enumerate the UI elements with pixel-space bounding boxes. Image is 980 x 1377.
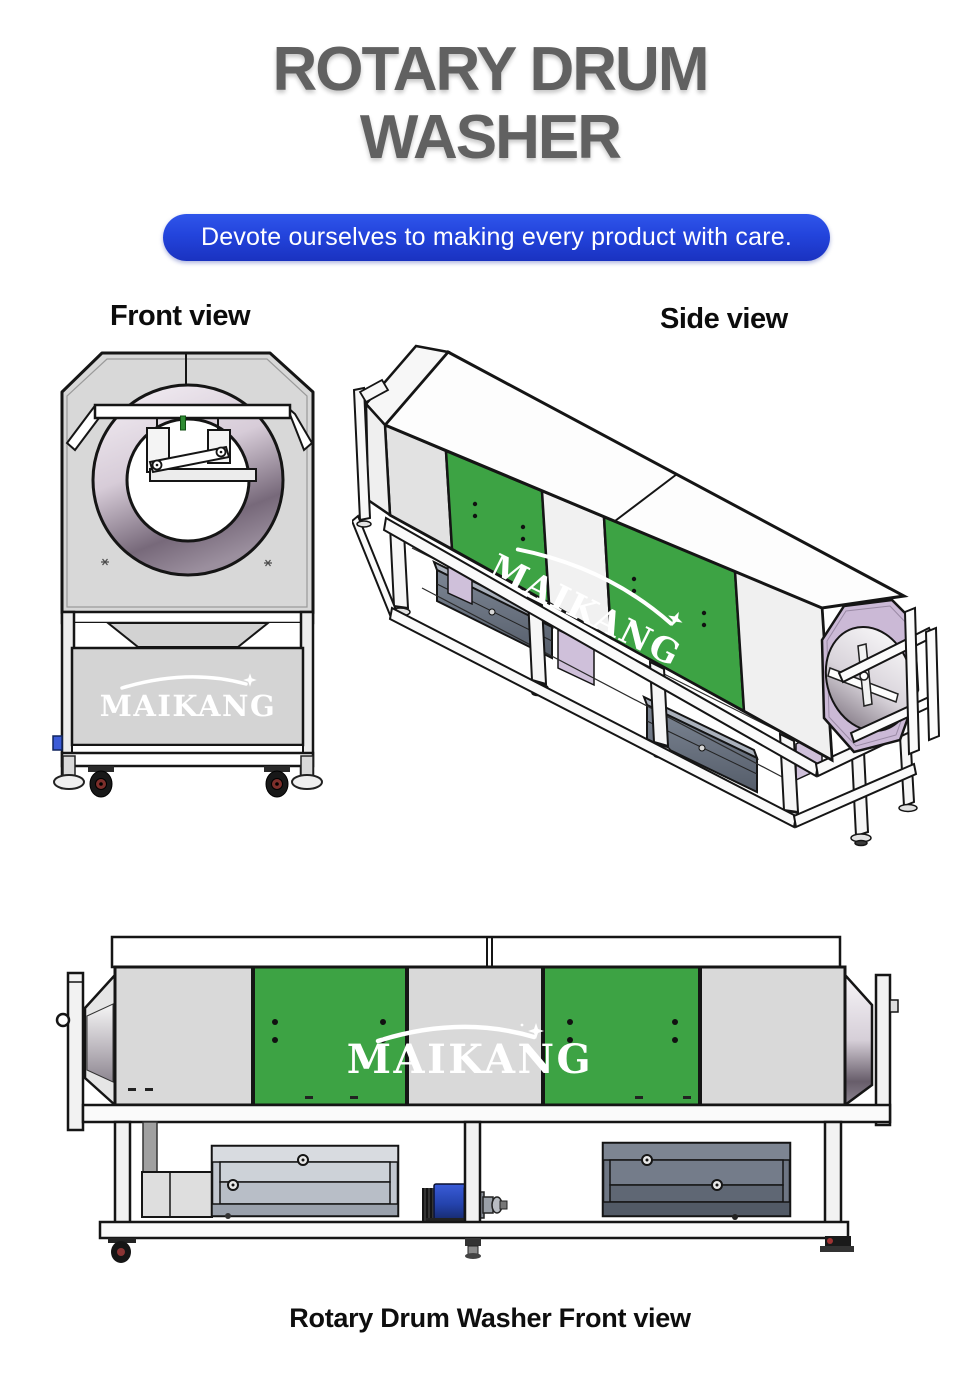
adjustable-foot-right	[291, 755, 323, 790]
end-post-left	[55, 971, 85, 1132]
sparkle-icon	[528, 1023, 544, 1039]
drain-chute	[142, 1121, 158, 1173]
front-view-drawing: MAIKANG	[52, 351, 323, 798]
logo-swoosh	[515, 547, 673, 626]
top-support-bar	[65, 403, 314, 452]
water-tray-2	[642, 695, 759, 794]
collection-tray-left	[210, 1144, 400, 1219]
adjustable-foot-left	[53, 755, 85, 790]
caster-wheel-left	[88, 766, 114, 798]
bottom-front-view-drawing: MAIKANG	[55, 935, 899, 1263]
lower-rails	[60, 744, 315, 768]
collection-tray-right	[601, 1141, 792, 1220]
drain-tag	[52, 735, 63, 751]
page-title-line2: WASHER	[359, 103, 622, 173]
green-panel-1	[253, 967, 407, 1105]
side-view-drawing: MAIKANG	[352, 344, 940, 847]
mid-beam-and-funnel	[60, 610, 315, 649]
sparkle-icon	[668, 611, 683, 627]
panel-rivets	[472, 501, 707, 628]
pump-head	[482, 1196, 508, 1214]
lifting-hook	[55, 1012, 71, 1028]
machine-body	[113, 965, 847, 1107]
outlet-cone-right	[843, 971, 874, 1108]
front-view-label: Front view	[110, 300, 251, 332]
maikang-logo-bottom: MAIKANG	[347, 1023, 593, 1083]
bolt-marks	[101, 558, 272, 567]
drawing-caption: Rotary Drum Washer Front view	[289, 1303, 691, 1333]
logo-swoosh	[120, 675, 248, 690]
slogan-banner: Devote ourselves to making every product…	[163, 214, 830, 261]
inlet-cone-left	[83, 971, 117, 1108]
logo-swoosh	[375, 1024, 537, 1044]
side-box	[141, 1171, 213, 1218]
caster-foot-left	[108, 1238, 136, 1263]
green-panel-2	[543, 967, 700, 1105]
feed-end-frame-bar	[352, 378, 390, 528]
side-view-label: Side view	[660, 303, 788, 335]
frame-leg-right	[823, 1120, 843, 1236]
end-post-right	[874, 973, 899, 1127]
page-title: ROTARY DRUM WASHER	[0, 35, 980, 173]
frame-leg-center	[463, 1120, 482, 1238]
frame-leg-left	[113, 1120, 132, 1238]
top-cover-band	[110, 935, 842, 969]
caster-wheel-right	[264, 766, 290, 798]
svg-text:MAIKANG: MAIKANG	[100, 689, 276, 723]
foot-right	[820, 1236, 854, 1252]
spray-mechanism	[146, 418, 257, 482]
lower-cabinet-panel	[70, 646, 305, 747]
frame-bottom-rail	[98, 1220, 850, 1240]
panel-marks	[128, 1088, 691, 1099]
green-sensor-mark	[180, 415, 186, 431]
frame-top-rail	[81, 1103, 892, 1124]
slogan-text: Devote ourselves to making every product…	[200, 223, 793, 251]
discharge-guide-frame	[837, 606, 940, 756]
panel-rivets	[272, 1019, 678, 1043]
svg-text:MAIKANG: MAIKANG	[347, 1036, 593, 1083]
foot-center	[465, 1238, 481, 1259]
maikang-logo-front: MAIKANG	[100, 673, 276, 723]
discharge-end	[820, 598, 920, 754]
sparkle-icon	[243, 673, 257, 687]
page-title-line1: ROTARY DRUM	[272, 35, 710, 104]
